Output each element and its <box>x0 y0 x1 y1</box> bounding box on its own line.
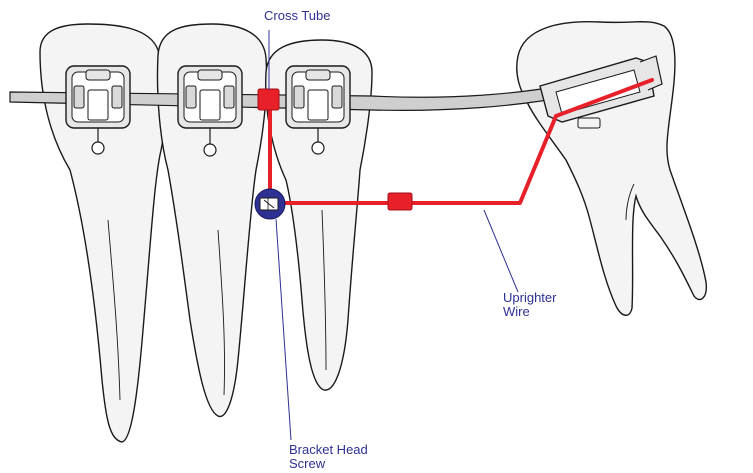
leader-uprighter-wire <box>484 210 518 292</box>
bracket-head-screw <box>255 189 285 219</box>
label-bracket-head-screw: Bracket Head Screw <box>289 443 368 471</box>
label-bracket-head-screw-line-1: Bracket Head <box>289 443 368 457</box>
label-cross-tube: Cross Tube <box>264 9 330 23</box>
wire-crimp-stop <box>388 193 412 210</box>
label-cross-tube-text: Cross Tube <box>264 9 330 23</box>
label-uprighter-wire-line-2: Wire <box>503 305 556 319</box>
leader-bracket-head-screw <box>276 219 291 440</box>
cross-tube <box>258 89 279 110</box>
label-bracket-head-screw-line-2: Screw <box>289 457 368 471</box>
label-uprighter-wire: Uprighter Wire <box>503 291 556 319</box>
label-uprighter-wire-line-1: Uprighter <box>503 291 556 305</box>
